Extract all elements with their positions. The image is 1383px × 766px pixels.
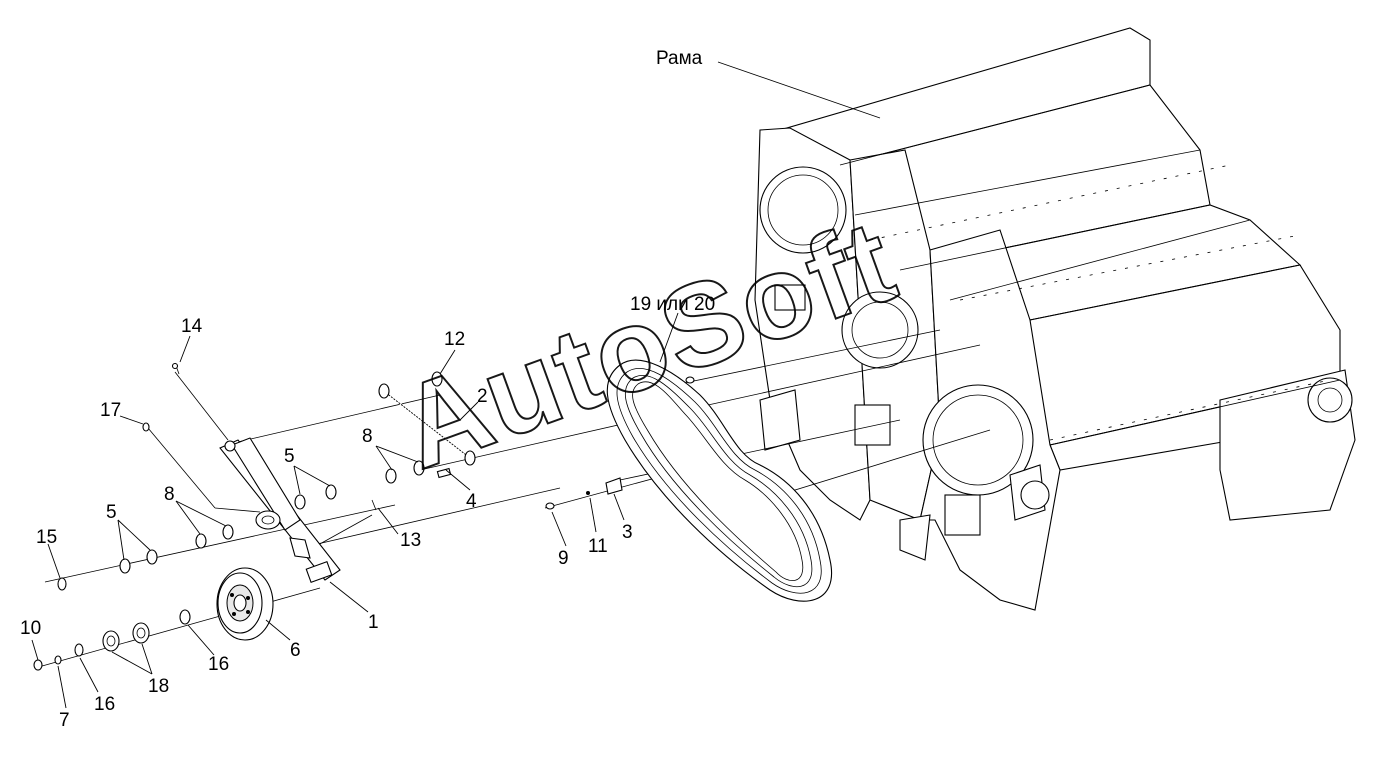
drive-belt [606, 359, 833, 602]
callout-4: 4 [466, 491, 477, 512]
callout-8-lower: 8 [164, 484, 175, 505]
callout-16-left: 16 [94, 694, 115, 715]
callout-11: 11 [588, 536, 608, 557]
callout-17: 17 [100, 400, 121, 421]
tension-spring [378, 383, 476, 466]
callout-5-upper: 5 [284, 446, 295, 467]
frame-housing [754, 27, 1356, 611]
callout-5-lower: 5 [106, 502, 117, 523]
callout-13: 13 [400, 530, 421, 551]
fastener-parts [33, 362, 695, 671]
callout-2: 2 [477, 386, 488, 407]
callout-9: 9 [558, 548, 569, 569]
frame-label: Рама [656, 48, 703, 69]
callout-3: 3 [622, 522, 633, 543]
callout-12: 12 [444, 329, 465, 350]
callout-labels: Рама 19 или 20 14 12 2 17 8 5 4 8 5 3 13… [20, 48, 715, 731]
callout-1: 1 [368, 612, 379, 633]
callout-18: 18 [148, 676, 169, 697]
tensioner-lever-arm [219, 437, 341, 584]
tensioner-pulley [216, 567, 274, 641]
belt-label: 19 или 20 [630, 294, 715, 315]
callout-8-upper: 8 [362, 426, 373, 447]
callout-7: 7 [59, 710, 70, 731]
leader-lines [31, 61, 881, 709]
callout-6: 6 [290, 640, 301, 661]
callout-15: 15 [36, 527, 57, 548]
callout-16-right: 16 [208, 654, 229, 675]
callout-10: 10 [20, 618, 41, 639]
callout-14: 14 [181, 316, 203, 337]
